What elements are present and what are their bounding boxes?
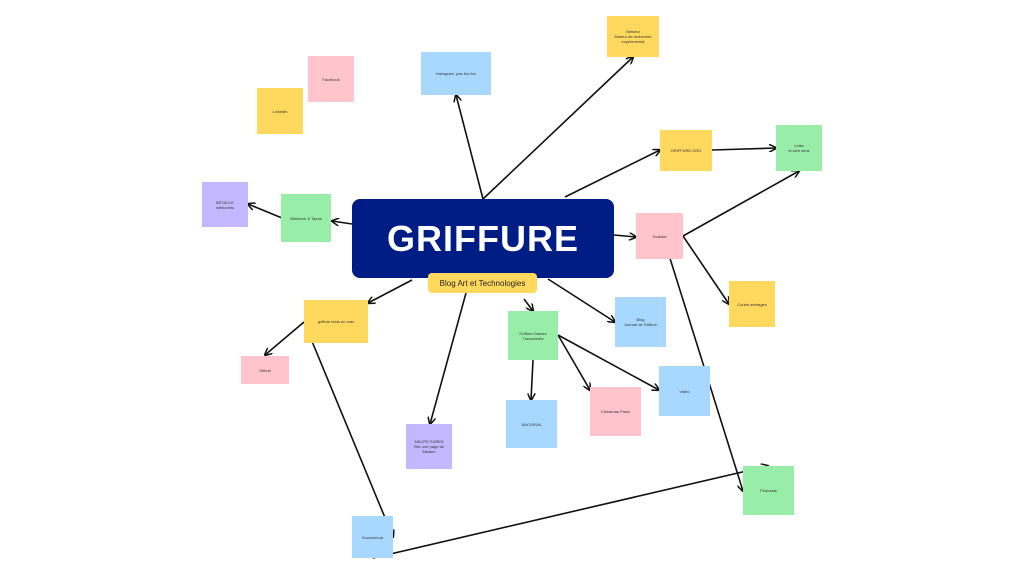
arrow: [368, 279, 413, 303]
arrow: [564, 150, 660, 198]
note-soundcloud[interactable]: Soundcloud: [352, 516, 393, 558]
note-instagram[interactable]: Instagram, pas fou fou: [421, 52, 491, 95]
note-linkedin[interactable]: Linkedin: [257, 88, 303, 134]
note-christmas-panic[interactable]: Christmas Panic: [590, 387, 641, 436]
note-youtube[interactable]: Youtube: [636, 213, 683, 259]
note-github[interactable]: Github: [241, 356, 289, 384]
arrow: [332, 221, 353, 224]
note-macpictures[interactable]: MACPICTURES Site one page de Mélann: [406, 424, 452, 469]
arrow: [682, 171, 799, 237]
note-blog[interactable]: Blog Journal de Griffure: [615, 297, 666, 347]
note-video[interactable]: Vidéo: [659, 366, 710, 416]
note-courts-metrages[interactable]: Courts métrages: [729, 281, 775, 327]
note-netseur[interactable]: Netseur Moteur de recherche expérimental: [607, 16, 659, 57]
arrow: [430, 292, 467, 424]
arrow: [482, 57, 633, 200]
arrow: [613, 235, 636, 237]
arrow: [248, 204, 283, 219]
arrow: [531, 359, 533, 400]
arrow: [682, 235, 729, 304]
note-webtoon[interactable]: Webtoon & Tapas: [281, 194, 331, 242]
arrow: [557, 334, 590, 390]
note-podcasts[interactable]: Podcasts: [743, 466, 794, 515]
central-node[interactable]: GRIFFURE: [352, 199, 614, 278]
note-griffure-games[interactable]: Griffure.Games Transmedia: [508, 311, 558, 360]
arrow: [711, 148, 776, 150]
note-backrun[interactable]: BACKRUN: [506, 400, 557, 448]
central-subtitle[interactable]: Blog Art et Technologies: [428, 273, 537, 293]
arrow: [523, 298, 533, 311]
note-facebook[interactable]: Facebook: [308, 56, 354, 102]
note-griffure-org[interactable]: GRIFFURE.ORG: [660, 130, 712, 171]
note-griffure-tests[interactable]: griffure tests en vrac: [304, 300, 368, 343]
arrow: [265, 321, 305, 355]
note-betacle[interactable]: BETACLE webcomic: [202, 182, 248, 227]
note-links[interactable]: Links le web sens: [776, 125, 822, 171]
arrow: [372, 466, 768, 559]
arrow: [456, 95, 484, 200]
arrow: [303, 321, 393, 537]
arrow: [547, 278, 615, 322]
